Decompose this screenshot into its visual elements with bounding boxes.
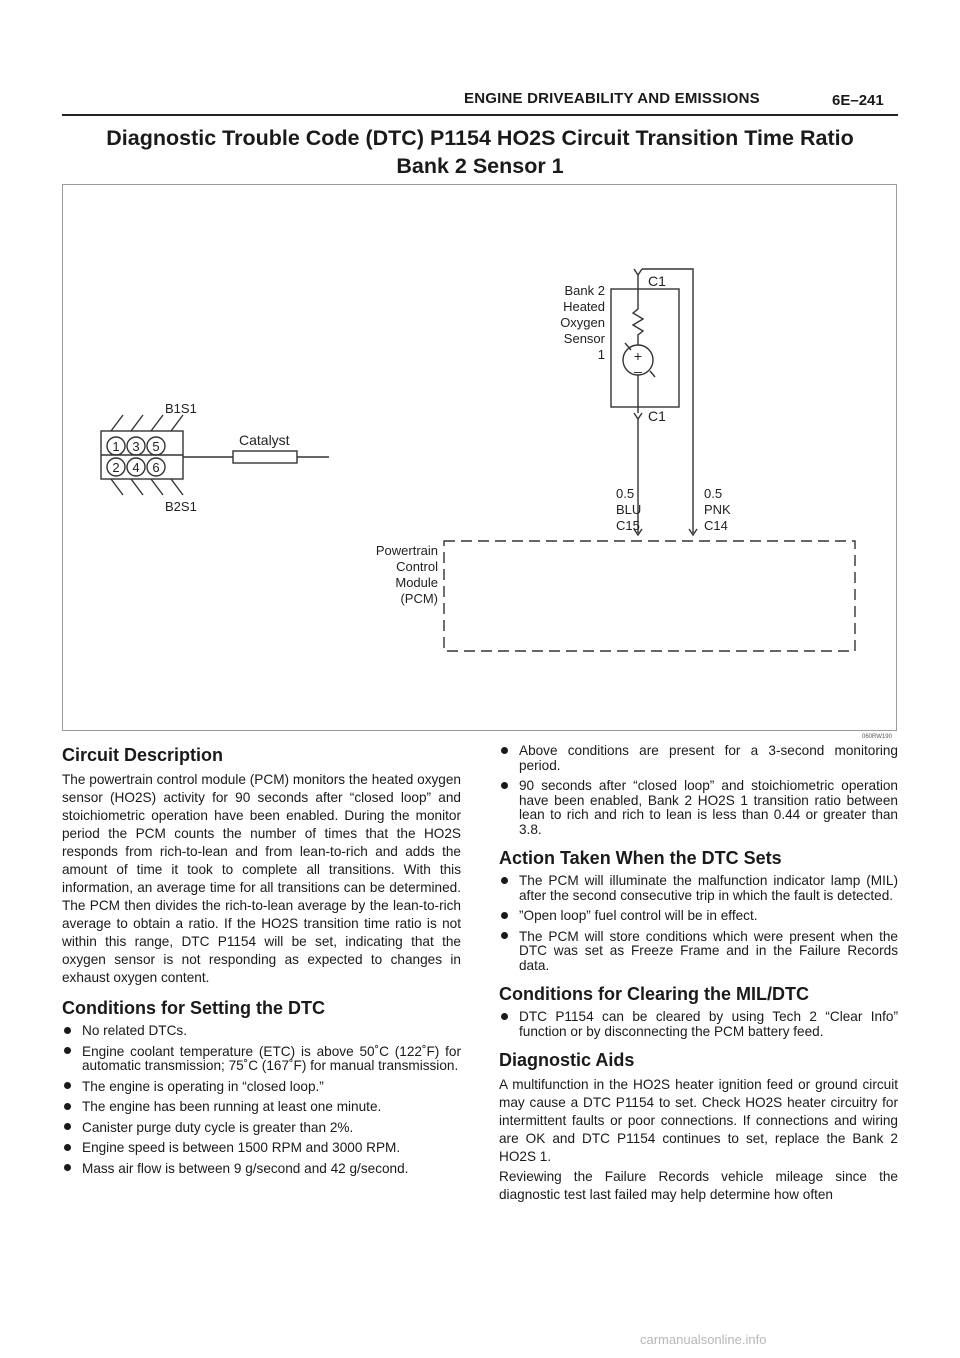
list-item: Canister purge duty cycle is greater tha… [62,1120,461,1136]
circuit-description-heading: Circuit Description [62,745,224,765]
action-taken-section: Action Taken When the DTC Sets The PCM w… [499,847,898,973]
cylinder-5 [146,436,166,456]
engine-bank2-label: B2S1 [165,499,197,514]
page-title: Diagnostic Trouble Code (DTC) P1154 HO2S… [62,124,898,180]
list-item: The PCM will illuminate the malfunction … [499,873,898,903]
figure-id: 060RW190 [862,734,892,740]
diagnostic-aids-section: Diagnostic Aids A multifunction in the H… [499,1049,898,1204]
bullet-icon [64,1026,71,1034]
bullet-icon [64,1143,71,1151]
list-item: The engine has been running at least one… [62,1099,461,1115]
svg-text:+: + [634,348,642,364]
sensor-connector-top: C1 [648,273,666,289]
wiring-diagram-svg: B1S1 1 3 5 2 4 6 B2S1 Catalyst [100,268,856,652]
conditions-setting-list: No related DTCs. Engine coolant temperat… [62,1023,461,1177]
list-item: ”Open loop” fuel control will be in effe… [499,908,898,924]
svg-text:C15: C15 [616,518,640,533]
catalyst-label: Catalyst [239,432,290,448]
oxygen-sensor: Bank 2 Heated Oxygen Sensor 1 C1 + – C1 [560,268,680,424]
bullet-icon [501,746,508,754]
conditions-setting-section: Conditions for Setting the DTC No relate… [62,997,461,1176]
list-item: No related DTCs. [62,1023,461,1039]
bullet-icon [501,911,508,919]
engine-bank1-label: B1S1 [165,401,197,416]
svg-text:0.5: 0.5 [616,486,634,501]
engine-block: B1S1 1 3 5 2 4 6 B2S1 [100,401,197,514]
svg-text:BLU: BLU [616,502,641,517]
diagnostic-aids-text-2: Reviewing the Failure Records vehicle mi… [499,1169,898,1202]
list-item: 90 seconds after “closed loop” and stoic… [499,778,898,837]
pcm-module: Powertrain Control Module (PCM) [376,540,856,652]
page-title-line1: Diagnostic Trouble Code (DTC) P1154 HO2S… [106,126,854,150]
list-item: Engine coolant temperature (ETC) is abov… [62,1044,461,1074]
header-section-title: ENGINE DRIVEABILITY AND EMISSIONS [464,90,760,107]
bullet-icon [64,1123,71,1130]
header-rule [62,114,898,116]
svg-text:2: 2 [112,460,119,475]
cylinder-3 [126,436,146,456]
circuit-description-section: Circuit Description The powertrain contr… [62,744,461,987]
bullet-icon [64,1164,71,1171]
svg-text:–: – [634,363,642,379]
list-item: DTC P1154 can be cleared by using Tech 2… [499,1009,898,1039]
list-item: Engine speed is between 1500 RPM and 300… [62,1140,461,1156]
catalyst-body [232,450,298,464]
diagnostic-aids-text-1: A multifunction in the HO2S heater ignit… [499,1077,898,1164]
bullet-icon [501,932,508,939]
svg-text:Heated: Heated [563,299,605,314]
svg-text:1: 1 [112,439,119,454]
svg-text:PNK: PNK [704,502,731,517]
conditions-setting-heading: Conditions for Setting the DTC [62,998,325,1018]
cylinder-1 [106,436,126,456]
wire-pnk [642,268,694,533]
svg-text:Powertrain: Powertrain [376,543,438,558]
wiring-diagram: B1S1 1 3 5 2 4 6 B2S1 Catalyst [62,184,897,731]
watermark: carmanualsonline.info [640,1332,767,1347]
action-taken-heading: Action Taken When the DTC Sets [499,848,782,868]
left-column: Circuit Description The powertrain contr… [62,744,461,1186]
bullet-icon [64,1047,71,1054]
svg-text:Sensor: Sensor [564,331,606,346]
bullet-icon [501,1012,508,1020]
cylinder-4 [126,457,146,477]
conditions-setting-list-continued: Above conditions are present for a 3-sec… [499,743,898,837]
cylinder-2 [106,457,126,477]
clearing-section: Conditions for Clearing the MIL/DTC DTC … [499,983,898,1039]
svg-text:Control: Control [396,559,438,574]
svg-text:Bank 2: Bank 2 [565,283,605,298]
list-item: The engine is operating in “closed loop.… [62,1079,461,1095]
wires: 0.5 BLU C15 0.5 PNK C14 [616,268,731,537]
svg-text:3: 3 [132,439,139,454]
list-item: The PCM will store conditions which were… [499,929,898,974]
exhaust-pipe: Catalyst [183,432,329,464]
clearing-list: DTC P1154 can be cleared by using Tech 2… [499,1009,898,1039]
header-page-number: 6E–241 [832,92,884,109]
conditions-setting-continued: Above conditions are present for a 3-sec… [499,743,898,837]
svg-text:1: 1 [598,347,605,362]
cylinder-6 [146,457,166,477]
list-item: Above conditions are present for a 3-sec… [499,743,898,773]
bullet-icon [501,876,508,884]
diagnostic-aids-heading: Diagnostic Aids [499,1050,635,1070]
svg-text:6: 6 [152,460,159,475]
bullet-icon [64,1102,71,1110]
bullet-icon [64,1082,71,1089]
svg-text:4: 4 [132,460,139,475]
right-column: Above conditions are present for a 3-sec… [499,743,898,1214]
svg-text:Oxygen: Oxygen [560,315,605,330]
svg-text:Module: Module [395,575,438,590]
svg-text:0.5: 0.5 [704,486,722,501]
svg-text:(PCM): (PCM) [400,591,438,606]
circuit-description-text: The powertrain control module (PCM) moni… [62,772,461,985]
list-item: Mass air flow is between 9 g/second and … [62,1161,461,1177]
svg-text:C14: C14 [704,518,728,533]
bullet-icon [501,781,508,789]
sensor-connector-bottom: C1 [648,408,666,424]
svg-text:5: 5 [152,439,159,454]
action-taken-list: The PCM will illuminate the malfunction … [499,873,898,974]
page-title-line2: Bank 2 Sensor 1 [396,154,564,178]
clearing-heading: Conditions for Clearing the MIL/DTC [499,984,809,1004]
